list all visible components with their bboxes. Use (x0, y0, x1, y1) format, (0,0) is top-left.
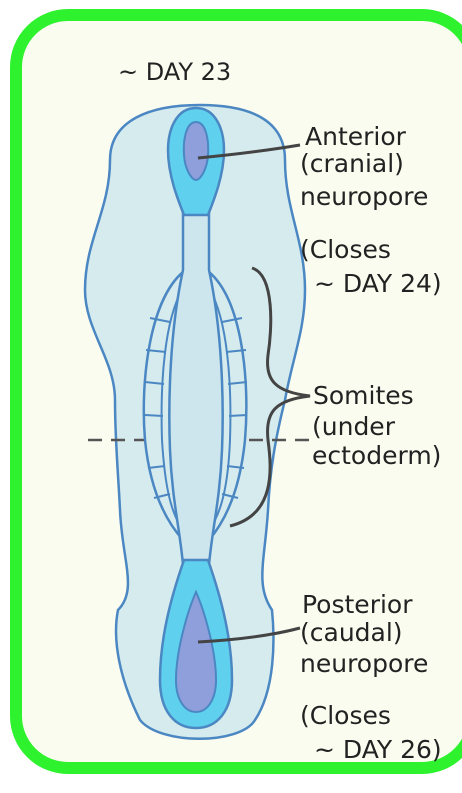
anterior-neuropore-opening (184, 122, 208, 180)
anterior-label: Anterior (cranial) neuropore (300, 122, 428, 211)
posterior-closure-label: (Closes ~ DAY 26) (300, 701, 442, 764)
diagram-title: ~ DAY 23 (118, 58, 231, 86)
anterior-closure-label: (Closes ~ DAY 24) (300, 235, 442, 298)
posterior-label: Posterior (caudal) neuropore (300, 590, 428, 678)
somites-label: Somites (under ectoderm) (312, 381, 441, 470)
